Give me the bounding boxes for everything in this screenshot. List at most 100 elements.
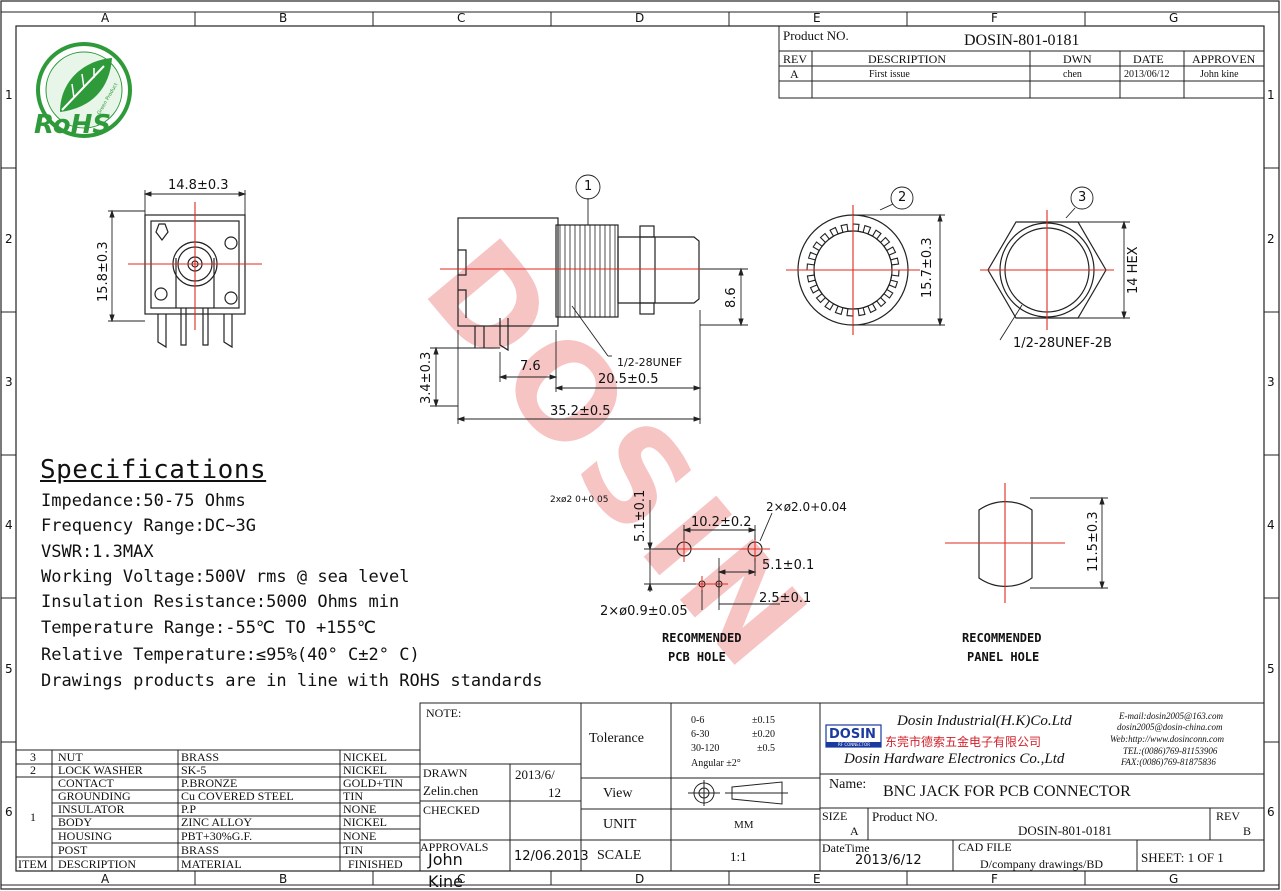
bom-finished: NICKEL <box>343 750 387 764</box>
approvals-date: 12/06.2013 <box>514 849 589 864</box>
cad-file-label: CAD FILE <box>958 840 1012 854</box>
dim-pcb-2-5: 2.5±0.1 <box>759 591 812 606</box>
col-label-d: D <box>635 11 645 25</box>
bom-header-material: MATERIAL <box>181 857 242 871</box>
datetime-label: DateTime <box>822 841 870 855</box>
bom-material: Cu COVERED STEEL <box>181 789 294 803</box>
approvals-name: John <box>428 850 463 869</box>
row-label-2: 2 <box>5 232 13 246</box>
rev-a-date: 2013/06/12 <box>1124 69 1170 80</box>
bom-finished: TIN <box>343 843 363 857</box>
spec-temperature: Temperature Range:-55℃ TO +155℃ <box>41 618 376 638</box>
col-label-f-bottom: F <box>991 872 998 886</box>
contact-web: Web:http://www.dosinconn.com <box>1110 734 1224 744</box>
dim-pcb-5-1-vertical: 5.1±0.1 <box>633 489 648 542</box>
rev-label: REV <box>1216 809 1240 823</box>
bom-description: BODY <box>58 815 93 829</box>
drawn-by: Zelin.chen <box>423 783 479 798</box>
col-label-f: F <box>991 11 998 25</box>
bom-material: ZINC ALLOY <box>181 815 252 829</box>
company-logo-text: DOSIN <box>829 727 876 742</box>
row-label-1-right: 1 <box>1267 88 1275 102</box>
header-approved: APPROVEN <box>1192 52 1256 66</box>
pcb-hole-title-1: RECOMMENDED <box>662 631 742 645</box>
bom-description: CONTACT <box>58 776 114 790</box>
name-label: Name: <box>829 777 867 792</box>
approvals-label: APPROVALS <box>420 840 489 854</box>
bom-material: SK-5 <box>181 763 207 777</box>
col-label-b: B <box>279 11 288 25</box>
row-label-2-right: 2 <box>1267 232 1275 246</box>
dosin-logo-icon <box>825 724 882 748</box>
bom-item: 1 <box>30 810 36 824</box>
panel-hole-title-2: PANEL HOLE <box>967 650 1040 664</box>
rev-a-description: First issue <box>869 69 910 80</box>
scale-label: SCALE <box>597 848 642 863</box>
col-label-c-bottom: C <box>457 872 466 886</box>
header-product-no: DOSIN-801-0181 <box>964 32 1080 49</box>
row-label-3-right: 3 <box>1267 375 1275 389</box>
tolerance-label: Tolerance <box>589 731 644 746</box>
bom-description: POST <box>58 843 88 857</box>
rohs-logo-icon <box>36 42 132 138</box>
bom-item: 2 <box>30 763 36 777</box>
spec-rohs: Drawings products are in line with ROHS … <box>41 671 543 691</box>
bom-material: PBT+30%G.F. <box>181 829 253 843</box>
note-label: NOTE: <box>426 706 462 720</box>
dim-side-7-6: 7.6 <box>520 359 541 374</box>
row-label-1: 1 <box>5 88 13 102</box>
unit-value: MM <box>734 819 754 831</box>
header-description: DESCRIPTION <box>868 52 947 66</box>
spec-voltage: Working Voltage:500V rms @ sea level <box>41 567 410 587</box>
panel-hole-view <box>978 501 1033 587</box>
dim-front-width: 14.8±0.3 <box>168 178 229 193</box>
callout-2: 2 <box>898 190 907 205</box>
tolerance-range: 6-30 <box>691 729 710 740</box>
col-label-g: G <box>1169 11 1179 25</box>
dim-pcb-5-1-horizontal: 5.1±0.1 <box>762 558 815 573</box>
spec-insulation: Insulation Resistance:5000 Ohms min <box>41 592 400 612</box>
bom-header-description: DESCRIPTION <box>58 857 137 871</box>
drawn-label: DRAWN <box>423 766 468 780</box>
bom-header-finished: FINISHED <box>348 857 403 871</box>
callout-1: 1 <box>584 179 593 194</box>
projection-symbol-icon <box>688 780 788 806</box>
dim-pcb-big-holes-left: 2xø2 0+0 05 <box>550 495 609 505</box>
size-label: SIZE <box>822 809 848 823</box>
bom-description: NUT <box>58 750 83 764</box>
bom-material: BRASS <box>181 843 220 857</box>
dim-washer-diameter: 15.7±0.3 <box>920 237 935 298</box>
product-no-label: Product NO. <box>872 809 938 824</box>
dim-side-height: 8.6 <box>724 287 739 308</box>
bom-finished: NICKEL <box>343 815 387 829</box>
tolerance-value: ±0.20 <box>752 729 775 740</box>
spec-relative-temperature: Relative Temperature:≤95%(40° C±2° C) <box>41 645 420 665</box>
drawn-date-2: 12 <box>548 785 561 800</box>
view-label: View <box>603 786 633 801</box>
size-value: A <box>850 824 859 838</box>
row-label-3: 3 <box>5 375 13 389</box>
approvals-name-2: Kine <box>428 872 463 889</box>
row-label-5: 5 <box>5 662 13 676</box>
contact-email-2: dosin2005@dosin-china.com <box>1117 722 1223 732</box>
dim-pcb-small-holes: 2×ø0.9±0.05 <box>600 604 688 619</box>
header-product-no-label: Product NO. <box>783 28 849 43</box>
row-label-5-right: 5 <box>1267 662 1275 676</box>
bom-finished: TIN <box>343 789 363 803</box>
tolerance-angular: Angular ±2° <box>691 758 741 769</box>
bom-material: P.BRONZE <box>181 776 238 790</box>
contact-email: E-mail:dosin2005@163.com <box>1119 711 1224 721</box>
col-label-b-bottom: B <box>279 872 288 886</box>
rev-a-approved: John kine <box>1200 69 1239 80</box>
bom-material: P.P <box>181 802 197 816</box>
callout-3: 3 <box>1078 190 1087 205</box>
contact-fax: FAX:(0086)769-81875836 <box>1121 757 1216 767</box>
contact-tel: TEL:(0086)769-81153906 <box>1123 746 1218 756</box>
dim-side-thread: 1/2-28UNEF <box>617 356 683 369</box>
col-label-c: C <box>457 11 466 25</box>
col-label-d-bottom: D <box>635 872 645 886</box>
drawn-date-1: 2013/6/ <box>515 767 555 782</box>
company-logo-subtext: RF CONNECTOR <box>838 742 870 747</box>
col-label-a-bottom: A <box>101 872 110 886</box>
